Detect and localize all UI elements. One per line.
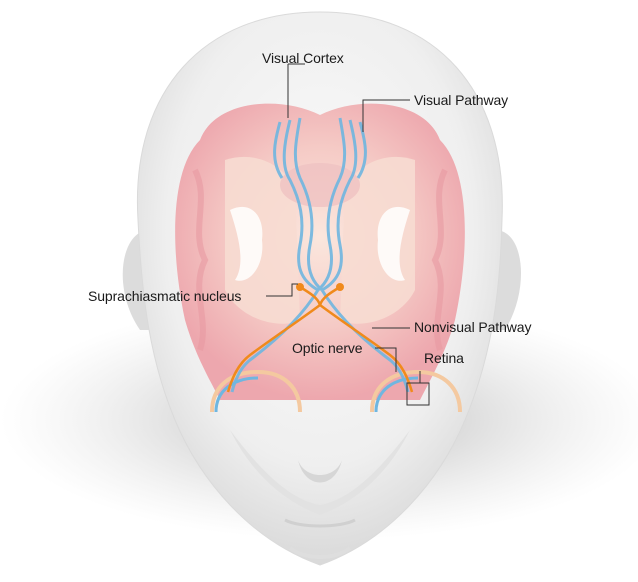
- suprachiasmatic-nucleus-right: [336, 283, 344, 291]
- label-visual-cortex: Visual Cortex: [262, 50, 344, 66]
- label-suprachiasmatic-nucleus: Suprachiasmatic nucleus: [88, 288, 241, 304]
- label-visual-pathway: Visual Pathway: [414, 92, 508, 108]
- label-nonvisual-pathway: Nonvisual Pathway: [414, 319, 531, 335]
- label-retina: Retina: [424, 350, 464, 366]
- label-optic-nerve: Optic nerve: [292, 340, 363, 356]
